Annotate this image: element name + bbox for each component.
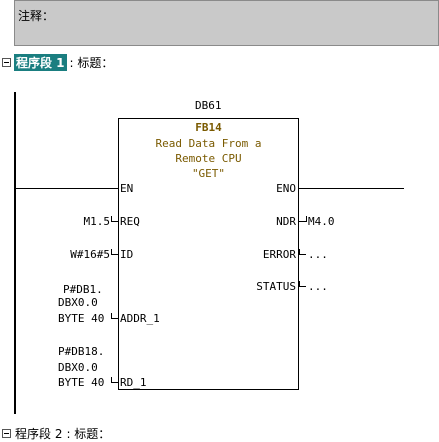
pin-en: EN bbox=[120, 182, 134, 195]
operand-addr1-line3[interactable]: BYTE 40 bbox=[58, 312, 105, 325]
rd1-wire-tick bbox=[111, 377, 112, 383]
network-name[interactable]: 程序段 1 bbox=[14, 53, 67, 71]
pin-id: ID bbox=[120, 248, 134, 261]
collapse-icon[interactable] bbox=[2, 428, 11, 438]
status-wire-tick bbox=[299, 281, 300, 287]
id-wire bbox=[111, 254, 118, 255]
ndr-wire-tick bbox=[306, 216, 307, 222]
operand-req[interactable]: M1.5 bbox=[83, 215, 111, 228]
fb-type-name: "GET" bbox=[191, 167, 226, 180]
fb-number: FB14 bbox=[195, 121, 222, 134]
status-wire bbox=[299, 286, 306, 287]
next-network-title-label: : 标题： bbox=[66, 426, 111, 441]
ndr-wire bbox=[299, 221, 306, 222]
id-wire-tick bbox=[111, 249, 112, 255]
function-block[interactable] bbox=[118, 118, 299, 390]
error-wire-tick bbox=[299, 249, 300, 255]
error-wire bbox=[299, 254, 306, 255]
addr1-wire bbox=[111, 318, 118, 319]
fb-description-line2: Remote CPU bbox=[175, 152, 242, 165]
operand-ndr[interactable]: M4.0 bbox=[308, 215, 335, 228]
operand-error[interactable]: ... bbox=[308, 248, 328, 261]
operand-rd1-line2[interactable]: DBX0.0 bbox=[58, 361, 98, 374]
operand-id[interactable]: W#16#5 bbox=[70, 248, 110, 261]
req-wire-tick bbox=[111, 216, 112, 222]
eno-connection-line bbox=[299, 188, 404, 189]
comment-label: 注释： bbox=[18, 9, 55, 23]
network-title-label: : 标题： bbox=[69, 55, 114, 70]
operand-rd1-line3[interactable]: BYTE 40 bbox=[58, 376, 105, 389]
pin-req: REQ bbox=[120, 215, 140, 228]
pin-addr-1: ADDR_1 bbox=[120, 312, 160, 325]
power-rail bbox=[14, 92, 16, 414]
operand-addr1-line1[interactable]: P#DB1. bbox=[63, 283, 103, 296]
operand-status[interactable]: ... bbox=[308, 280, 328, 293]
pin-eno: ENO bbox=[276, 182, 296, 195]
collapse-icon[interactable] bbox=[2, 57, 11, 67]
pin-status: STATUS bbox=[256, 280, 296, 293]
fb-description-line1: Read Data From a bbox=[155, 137, 262, 150]
addr1-wire-tick bbox=[111, 313, 112, 319]
rd1-wire bbox=[111, 382, 118, 383]
pin-ndr: NDR bbox=[276, 215, 296, 228]
pin-error: ERROR bbox=[262, 248, 296, 261]
instance-db[interactable]: DB61 bbox=[195, 99, 222, 112]
req-wire bbox=[111, 221, 118, 222]
pin-rd-1: RD_1 bbox=[120, 376, 147, 389]
next-network-name[interactable]: 程序段 2 bbox=[15, 426, 63, 441]
operand-rd1-line1[interactable]: P#DB18. bbox=[58, 345, 105, 358]
network-comment-field[interactable]: 注释： bbox=[14, 0, 439, 46]
en-connection-line bbox=[15, 188, 118, 189]
next-network-header[interactable]: 程序段 2 : 标题： bbox=[2, 427, 110, 441]
operand-addr1-line2[interactable]: DBX0.0 bbox=[58, 296, 98, 309]
network-header[interactable]: 程序段 1 : 标题： bbox=[2, 53, 114, 71]
